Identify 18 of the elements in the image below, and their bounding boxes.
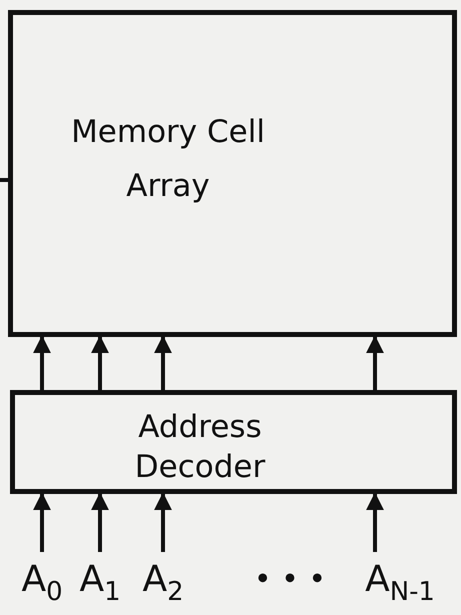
address-input-label: A$_{2}$: [141, 558, 185, 608]
arrow: [33, 492, 51, 552]
ellipsis-label: • • •: [252, 561, 328, 599]
arrow: [33, 335, 51, 390]
arrow: [91, 492, 109, 552]
arrow: [154, 335, 172, 390]
decoder-block: [10, 390, 457, 494]
address-input-label: A$_{1}$: [78, 558, 122, 608]
arrow: [154, 492, 172, 552]
signal-line: [0, 178, 8, 182]
arrow: [366, 492, 384, 552]
arrow: [366, 335, 384, 390]
memory-block: [8, 10, 457, 337]
address-input-label: A$_{N-1}$: [364, 558, 436, 608]
address-input-label: A$_{0}$: [20, 558, 64, 608]
arrow: [91, 335, 109, 390]
block-label: Address Decoder: [134, 408, 266, 488]
block-label: Memory Cell Array: [70, 113, 266, 206]
